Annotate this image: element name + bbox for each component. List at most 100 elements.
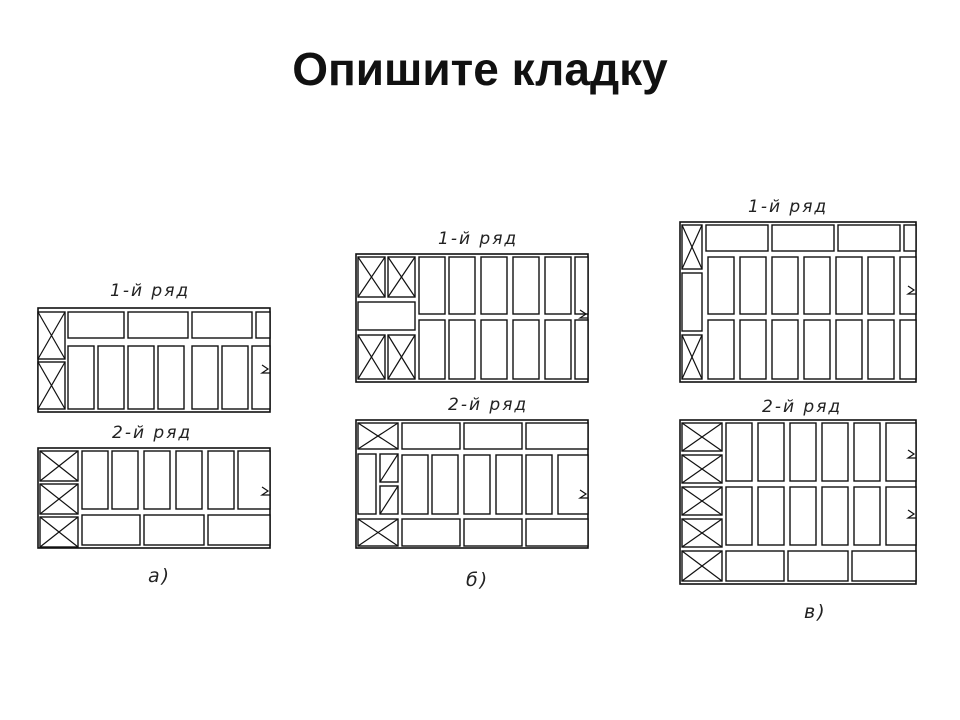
brick	[67, 345, 95, 410]
brick	[157, 345, 185, 410]
brick	[237, 450, 271, 510]
stretcher-course	[705, 224, 917, 252]
brick	[463, 454, 491, 515]
brick	[448, 319, 476, 380]
row-label-c-2: 2-й ряд	[762, 397, 842, 417]
row-label-b-2: 2-й ряд	[448, 395, 528, 415]
stretcher-course	[81, 514, 271, 546]
brick	[175, 450, 203, 510]
brick	[821, 422, 849, 482]
brick	[251, 345, 271, 410]
wall-b-row-1	[355, 253, 589, 383]
brick	[739, 256, 767, 315]
row-label-c-1: 1-й ряд	[748, 197, 828, 217]
brick	[803, 319, 831, 380]
brick	[463, 422, 523, 450]
header-course-lower	[707, 319, 917, 380]
brick	[207, 450, 235, 510]
corner-block	[39, 450, 79, 548]
brick	[574, 256, 589, 315]
brick	[787, 550, 849, 582]
brick	[191, 345, 219, 410]
brick	[357, 301, 416, 331]
brick	[67, 311, 125, 339]
caption-a: а)	[148, 565, 171, 587]
brick	[143, 450, 171, 510]
brick	[81, 450, 109, 510]
brick	[127, 345, 155, 410]
brick	[448, 256, 476, 315]
brick	[401, 518, 461, 547]
brick	[81, 514, 141, 546]
brick	[525, 422, 589, 450]
brick	[574, 319, 589, 380]
brick	[853, 422, 881, 482]
brick	[739, 319, 767, 380]
header-course	[401, 454, 589, 515]
slide-title: Опишите кладку	[292, 43, 668, 95]
brick	[97, 345, 125, 410]
row-label-b-1: 1-й ряд	[438, 229, 518, 249]
brick	[821, 486, 849, 546]
brick	[401, 454, 429, 515]
brick	[853, 486, 881, 546]
brick	[544, 256, 572, 315]
brick	[221, 345, 249, 410]
brick	[525, 518, 589, 547]
brick	[525, 454, 553, 515]
brick	[771, 224, 835, 252]
stretcher-course-lower	[401, 518, 589, 547]
header-course	[67, 345, 271, 410]
brick	[255, 311, 271, 339]
header-course-upper	[707, 256, 917, 315]
brick	[557, 454, 589, 515]
brick	[418, 319, 446, 380]
brick	[771, 319, 799, 380]
corner-block	[681, 224, 703, 380]
brick	[867, 256, 895, 315]
stretcher-course-upper	[401, 422, 589, 450]
brick	[480, 319, 508, 380]
header-course-lower	[725, 486, 917, 546]
brick	[851, 550, 917, 582]
brick	[127, 311, 189, 339]
header-course-upper	[418, 256, 589, 315]
brick	[681, 272, 703, 332]
brick	[111, 450, 139, 510]
brick	[837, 224, 901, 252]
caption-c: в)	[804, 601, 827, 623]
brick	[512, 319, 540, 380]
brick	[903, 224, 917, 252]
brick	[544, 319, 572, 380]
brick	[431, 454, 459, 515]
row-label-a-1: 1-й ряд	[110, 281, 190, 301]
variant-c: 1-й ряд	[679, 197, 917, 623]
corner-block	[681, 422, 723, 582]
header-course-lower	[418, 319, 589, 380]
brick	[757, 486, 785, 546]
row-label-a-2: 2-й ряд	[112, 423, 192, 443]
stretcher-course	[67, 311, 271, 339]
wall-c-row-2	[679, 419, 917, 585]
brick	[191, 311, 253, 339]
header-course	[81, 450, 271, 510]
corner-block	[37, 311, 66, 410]
brick	[480, 256, 508, 315]
brick	[357, 453, 377, 515]
brick	[899, 256, 917, 315]
wall-c-row-1	[679, 221, 917, 383]
variant-b: 1-й ряд	[355, 229, 589, 591]
brick	[803, 256, 831, 315]
caption-b: б)	[466, 569, 489, 591]
brick	[418, 256, 446, 315]
brick	[495, 454, 523, 515]
brick	[725, 550, 785, 582]
brick	[789, 422, 817, 482]
brick	[463, 518, 523, 547]
wall-a-row-2	[37, 447, 271, 549]
wall-a-row-1	[37, 307, 271, 413]
brick	[725, 422, 753, 482]
brick	[789, 486, 817, 546]
brick	[725, 486, 753, 546]
